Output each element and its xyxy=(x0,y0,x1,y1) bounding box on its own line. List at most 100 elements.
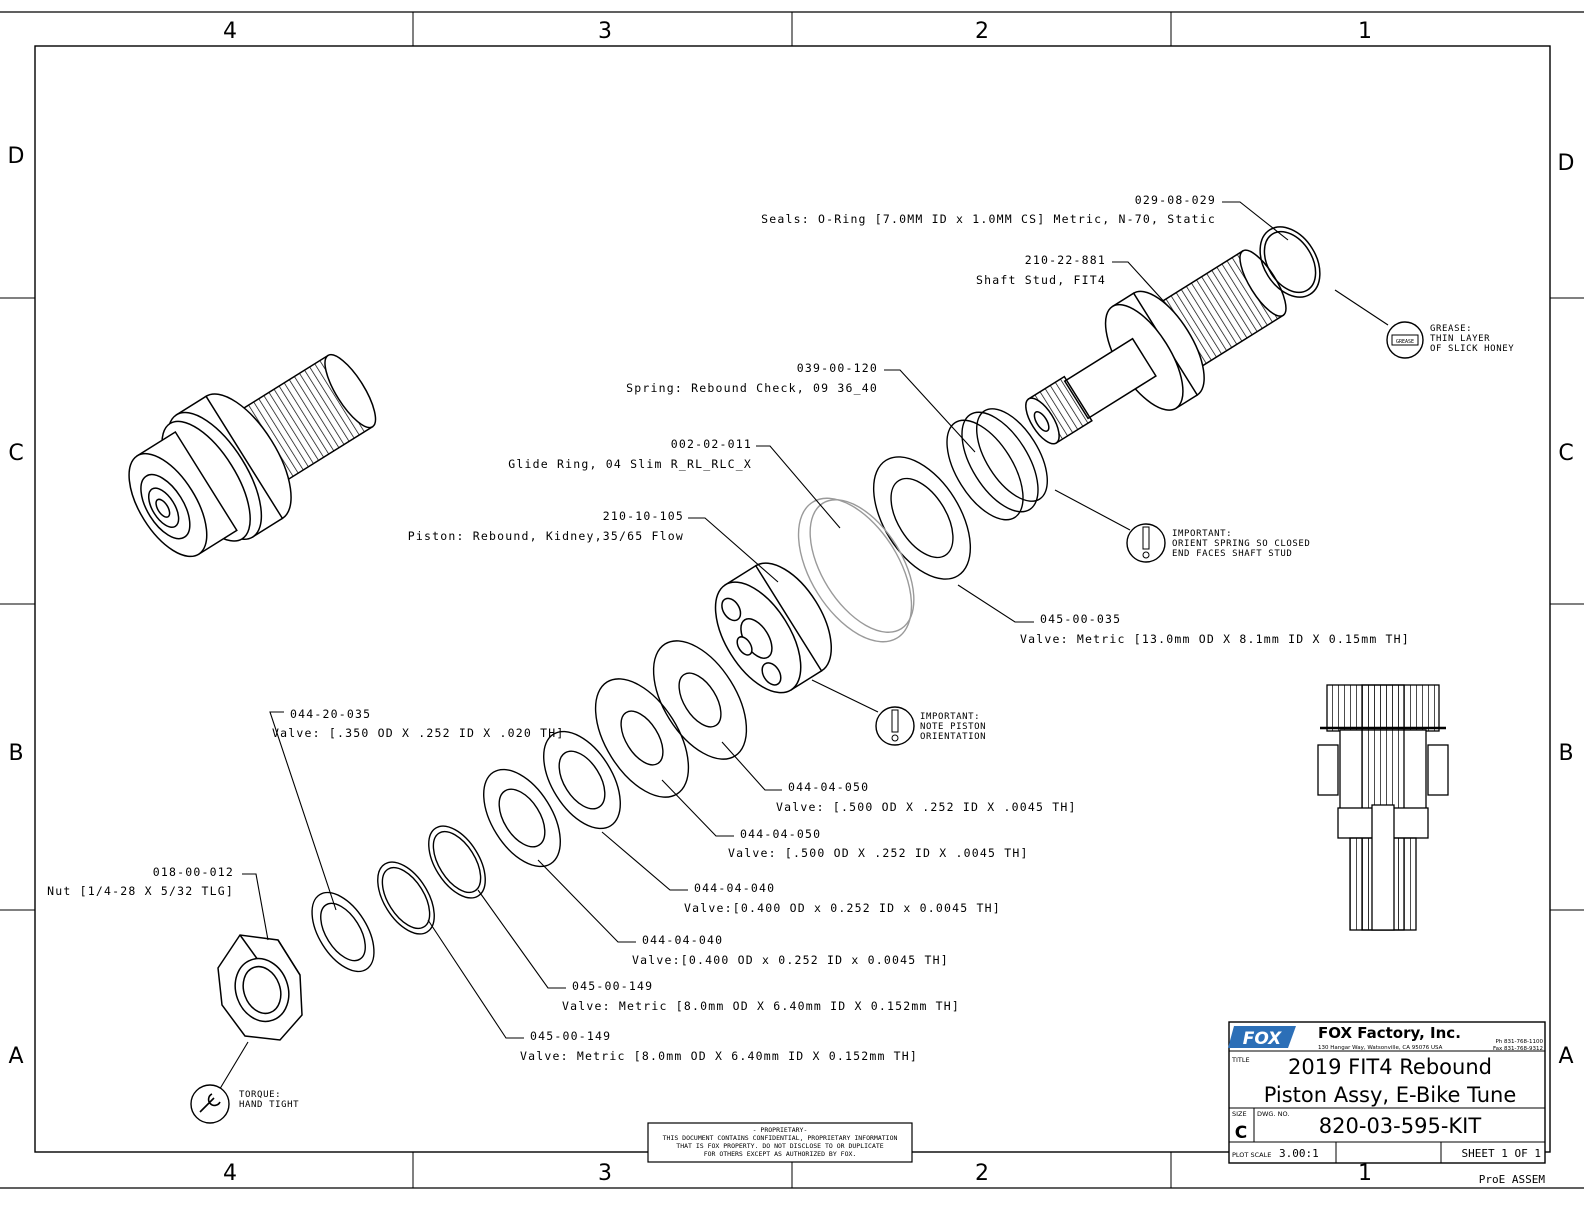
grease-note-line-1: GREASE: xyxy=(1430,324,1472,334)
proprietary-line-1: - PROPRIETARY- xyxy=(753,1126,808,1134)
drawing-number: 820-03-595-KIT xyxy=(1319,1114,1482,1138)
fox-logo: FOX xyxy=(1228,1026,1296,1049)
shim-044-20-035 xyxy=(311,891,375,973)
shim-044-04-040-b xyxy=(483,768,561,868)
zone-col-top-4: 4 xyxy=(223,19,237,44)
fox-logo-text: FOX xyxy=(1243,1029,1282,1049)
plot-scale-label: PLOT SCALE xyxy=(1232,1151,1271,1159)
valve-044-04-040-b-part-number: 044-04-040 xyxy=(642,933,723,947)
valve-044-04-040-a-description: Valve:[0.400 OD x 0.252 ID x 0.0045 TH] xyxy=(684,901,1001,915)
proprietary-line-3: THAT IS FOX PROPERTY. DO NOT DISCLOSE TO… xyxy=(676,1142,883,1150)
zone-col-bottom-2: 2 xyxy=(975,1161,989,1186)
valve-044-04-040-b-description: Valve:[0.400 OD x 0.252 ID x 0.0045 TH] xyxy=(632,953,949,967)
o-ring-seal xyxy=(1259,226,1321,298)
valve-045-00-149-a-description: Valve: Metric [8.0mm OD X 6.40mm ID X 0.… xyxy=(562,999,960,1013)
zone-row-left-d: D xyxy=(8,144,25,169)
company-name: FOX Factory, Inc. xyxy=(1318,1024,1461,1042)
zone-col-top-1: 1 xyxy=(1358,19,1372,44)
title-label: TITLE xyxy=(1231,1056,1250,1064)
zone-row-right-b: B xyxy=(1558,741,1573,766)
valve-045-00-149-a-part-number: 045-00-149 xyxy=(572,979,653,993)
assembled-iso-view xyxy=(128,353,377,558)
shim-044-04-050-b xyxy=(594,678,690,798)
nut-part-number: 018-00-012 xyxy=(153,865,234,879)
piston-orient-note-line-3: ORIENTATION xyxy=(920,732,986,742)
spring-orient-note: IMPORTANT: ORIENT SPRING SO CLOSED END F… xyxy=(1126,523,1310,563)
valve-044-20-035-description: Valve: [.350 OD X .252 ID X .020 TH] xyxy=(272,726,564,740)
rebound-spring xyxy=(946,408,1048,521)
stud-description: Shaft Stud, FIT4 xyxy=(976,273,1106,287)
title-block: FOX FOX Factory, Inc. 130 Hangar Way, Wa… xyxy=(1170,1021,1546,1188)
grease-icon-text: GREASE xyxy=(1396,339,1414,345)
torque-note-line-1: TORQUE: xyxy=(239,1090,281,1100)
glide-ring xyxy=(797,497,915,643)
spring-orient-note-line-1: IMPORTANT: xyxy=(1172,529,1232,539)
spring-part-number: 039-00-120 xyxy=(797,361,878,375)
shim-044-04-040-a xyxy=(543,730,621,830)
shim-045-00-149-a xyxy=(428,825,486,899)
zone-col-bottom-4: 4 xyxy=(223,1161,237,1186)
company-fax: Fax 831-768-9312 xyxy=(1493,1046,1543,1052)
dwg-no-label: DWG. NO. xyxy=(1257,1110,1289,1118)
valve-045-00-149-b-part-number: 045-00-149 xyxy=(530,1029,611,1043)
zone-row-right-d: D xyxy=(1558,151,1575,176)
zone-col-top-3: 3 xyxy=(598,19,612,44)
grease-note-line-2: THIN LAYER xyxy=(1430,334,1490,344)
callouts: 029-08-029 Seals: O-Ring [7.0MM ID x 1.0… xyxy=(47,193,1410,1063)
piston-orient-note-line-1: IMPORTANT: xyxy=(920,712,980,722)
glide-ring-part-number: 002-02-011 xyxy=(671,437,752,451)
sheet-number: SHEET 1 OF 1 xyxy=(1462,1147,1541,1160)
drawing-title-line-2: Piston Assy, E-Bike Tune xyxy=(1264,1083,1517,1107)
piston-orient-note-line-2: NOTE PISTON xyxy=(920,722,986,732)
seal-description: Seals: O-Ring [7.0MM ID x 1.0MM CS] Metr… xyxy=(761,212,1216,226)
torque-note: TORQUE: HAND TIGHT xyxy=(190,1084,299,1124)
washer-045-00-035 xyxy=(872,456,972,580)
spring-orient-note-line-3: END FACES SHAFT STUD xyxy=(1172,549,1292,559)
valve-045-00-035-part-number: 045-00-035 xyxy=(1040,612,1121,626)
plot-scale-value: 3.00:1 xyxy=(1279,1147,1319,1160)
piston-description: Piston: Rebound, Kidney,35/65 Flow xyxy=(408,529,684,543)
spring-description: Spring: Rebound Check, 09 36_40 xyxy=(626,381,878,395)
size-value: C xyxy=(1235,1123,1247,1143)
valve-045-00-035-description: Valve: Metric [13.0mm OD X 8.1mm ID X 0.… xyxy=(1020,632,1410,646)
piston-orient-note: IMPORTANT: NOTE PISTON ORIENTATION xyxy=(875,706,986,746)
valve-044-04-050-b-part-number: 044-04-050 xyxy=(740,827,821,841)
proprietary-line-4: FOR OTHERS EXCEPT AS AUTHORIZED BY FOX. xyxy=(704,1150,857,1158)
zone-row-right-a: A xyxy=(1558,1044,1573,1069)
shim-045-00-149-b xyxy=(377,861,435,935)
zone-row-right-c: C xyxy=(1558,441,1573,466)
valve-044-04-040-a-part-number: 044-04-040 xyxy=(694,881,775,895)
valve-044-20-035-part-number: 044-20-035 xyxy=(290,707,371,721)
zone-labels: 4 3 2 1 4 3 2 1 D C B A D C B A xyxy=(8,19,1575,1186)
valve-044-04-050-b-description: Valve: [.500 OD X .252 ID X .0045 TH] xyxy=(728,846,1029,860)
seal-part-number: 029-08-029 xyxy=(1135,193,1216,207)
footer-label: ProE ASSEM xyxy=(1479,1173,1546,1186)
zone-col-bottom-3: 3 xyxy=(598,1161,612,1186)
grease-note-line-3: OF SLICK HONEY xyxy=(1430,344,1514,354)
valve-045-00-149-b-description: Valve: Metric [8.0mm OD X 6.40mm ID X 0.… xyxy=(520,1049,918,1063)
valve-044-04-050-a-description: Valve: [.500 OD X .252 ID X .0045 TH] xyxy=(776,800,1077,814)
valve-044-04-050-a-part-number: 044-04-050 xyxy=(788,780,869,794)
drawing-title-line-1: 2019 FIT4 Rebound xyxy=(1288,1055,1492,1079)
rebound-piston xyxy=(714,562,833,694)
leader-lines xyxy=(217,201,1389,1093)
nut-description: Nut [1/4-28 X 5/32 TLG] xyxy=(47,884,234,898)
torque-note-line-2: HAND TIGHT xyxy=(239,1100,299,1110)
zone-row-left-c: C xyxy=(8,441,23,466)
company-phone: Ph 831-768-1100 xyxy=(1495,1039,1543,1045)
company-address: 130 Hangar Way, Watsonville, CA 95076 US… xyxy=(1318,1045,1443,1051)
zone-col-top-2: 2 xyxy=(975,19,989,44)
proprietary-line-2: THIS DOCUMENT CONTAINS CONFIDENTIAL, PRO… xyxy=(663,1134,898,1142)
piston-part-number: 210-10-105 xyxy=(603,509,684,523)
section-view xyxy=(1317,684,1449,931)
zone-row-left-b: B xyxy=(8,741,23,766)
glide-ring-description: Glide Ring, 04 Slim R_RL_RLC_X xyxy=(508,457,752,471)
shaft-stud-part xyxy=(1025,249,1287,445)
proprietary-notice: - PROPRIETARY- THIS DOCUMENT CONTAINS CO… xyxy=(647,1122,913,1163)
zone-row-left-a: A xyxy=(8,1044,23,1069)
grease-note: GREASE GREASE: THIN LAYER OF SLICK HONEY xyxy=(1386,321,1514,359)
size-label: SIZE xyxy=(1232,1110,1247,1118)
zone-col-bottom-1: 1 xyxy=(1358,1161,1372,1186)
stud-part-number: 210-22-881 xyxy=(1025,253,1106,267)
